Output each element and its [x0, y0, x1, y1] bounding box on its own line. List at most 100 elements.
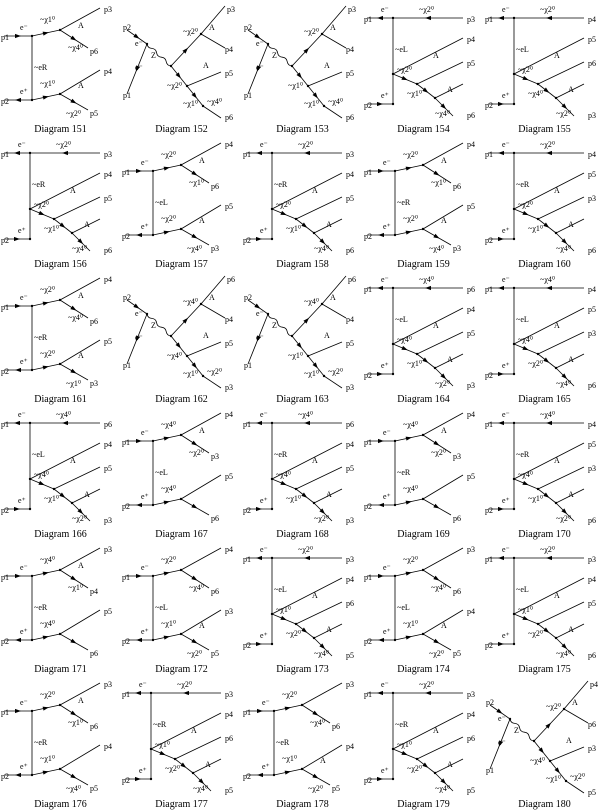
- propagator-label: ~eR: [34, 603, 48, 612]
- neutralino-label: ~χ1⁰: [40, 754, 55, 763]
- diagram-caption: Diagram 168: [276, 529, 329, 540]
- propagator-label: ~eR: [34, 738, 48, 747]
- positron-label: e⁺: [20, 627, 28, 636]
- vertex: [28, 207, 32, 211]
- arrow-icon: [70, 575, 77, 581]
- neutralino-label: ~χ4⁰: [68, 313, 83, 322]
- particle-line: [323, 105, 343, 119]
- diagram-caption: Diagram 164: [397, 394, 450, 405]
- positron-label: e⁺: [139, 766, 147, 775]
- photon-label: A: [203, 61, 209, 70]
- arrow-icon: [136, 502, 142, 508]
- neutralino-label: ~χ4⁰: [431, 583, 446, 592]
- vertex: [312, 501, 316, 505]
- particle-line: [59, 339, 101, 365]
- vertex: [536, 487, 540, 491]
- momentum-label: p1: [1, 420, 9, 429]
- momentum-label: p5: [346, 69, 354, 78]
- diagram-caption: Diagram 161: [34, 394, 87, 405]
- positron-label: e⁺: [381, 766, 389, 775]
- neutralino-label: ~χ4⁰: [68, 43, 83, 52]
- arrow-icon: [312, 362, 318, 369]
- particle-line: [565, 780, 585, 794]
- arrow-icon: [301, 492, 308, 498]
- arrow-icon: [498, 420, 504, 426]
- propagator-label: ~eR: [34, 63, 48, 72]
- neutralino-label: ~χ2⁰: [397, 65, 412, 74]
- arrow-icon: [15, 33, 21, 39]
- photon-label: A: [84, 220, 90, 229]
- arrow-icon: [70, 35, 77, 41]
- vertex: [532, 739, 536, 743]
- vertex: [512, 372, 516, 376]
- neutralino-label: ~χ1⁰: [286, 494, 301, 503]
- diagram-caption: Diagram 165: [518, 394, 571, 405]
- arrow-icon: [319, 508, 326, 515]
- arrow-icon: [561, 373, 568, 380]
- momentum-label: p1: [485, 150, 493, 159]
- neutralino-label: ~χ2⁰: [419, 680, 434, 689]
- electron-label: e⁻: [135, 39, 143, 48]
- arrow-icon: [561, 508, 568, 515]
- vertex: [415, 82, 419, 86]
- arrow-icon: [433, 638, 440, 644]
- z-boson-line: [267, 313, 293, 337]
- momentum-label: p3: [90, 379, 98, 388]
- vertex: [312, 636, 316, 640]
- arrow-icon: [42, 635, 49, 640]
- arrow-icon: [38, 480, 45, 486]
- particle-line: [513, 307, 585, 345]
- electron-label: e⁻: [20, 698, 28, 707]
- neutralino-label: ~χ1⁰: [40, 79, 55, 88]
- vertex: [151, 439, 155, 443]
- diagram-caption: Diagram 170: [518, 529, 571, 540]
- photon-label: A: [78, 351, 84, 360]
- momentum-label: p5: [467, 472, 475, 481]
- arrow-icon: [135, 335, 141, 342]
- neutralino-label: ~χ4⁰: [556, 649, 571, 658]
- arrow-icon: [405, 500, 412, 505]
- arrow-icon: [304, 150, 310, 156]
- photon-label: A: [209, 293, 215, 302]
- diagram-caption: Diagram 160: [518, 259, 571, 270]
- positron-label: e⁺: [141, 627, 149, 636]
- arrow-icon: [496, 708, 503, 714]
- arrow-icon: [191, 362, 197, 369]
- neutralino-label: ~χ2⁰: [177, 680, 192, 689]
- particle-line: [180, 142, 222, 166]
- vertex: [28, 151, 32, 155]
- particle-line: [555, 83, 585, 99]
- momentum-label: p6: [90, 317, 98, 326]
- electron-label: e⁻: [256, 63, 264, 72]
- propagator-label: ~eL: [395, 45, 408, 54]
- momentum-label: p6: [104, 420, 112, 429]
- vertex: [322, 374, 326, 378]
- momentum-label: p1: [364, 168, 372, 177]
- arrow-icon: [543, 627, 550, 633]
- particle-line: [202, 375, 222, 389]
- arrow-icon: [182, 47, 189, 54]
- arrow-icon: [319, 238, 326, 245]
- arrow-icon: [312, 710, 319, 716]
- arrow-icon: [312, 773, 319, 779]
- arrow-icon: [433, 575, 440, 581]
- diagram-caption: Diagram 169: [397, 529, 450, 540]
- arrow-icon: [561, 103, 568, 110]
- photon-label: A: [70, 186, 76, 195]
- momentum-label: p3: [346, 383, 354, 392]
- photon-label: A: [441, 621, 447, 630]
- neutralino-label: ~χ2⁰: [546, 702, 561, 711]
- arrow-icon: [296, 342, 302, 349]
- neutralino-label: ~χ1⁰: [276, 605, 291, 614]
- vertex: [151, 233, 155, 237]
- momentum-label: p4: [467, 305, 475, 314]
- vertex: [201, 374, 205, 378]
- vertex: [300, 703, 304, 707]
